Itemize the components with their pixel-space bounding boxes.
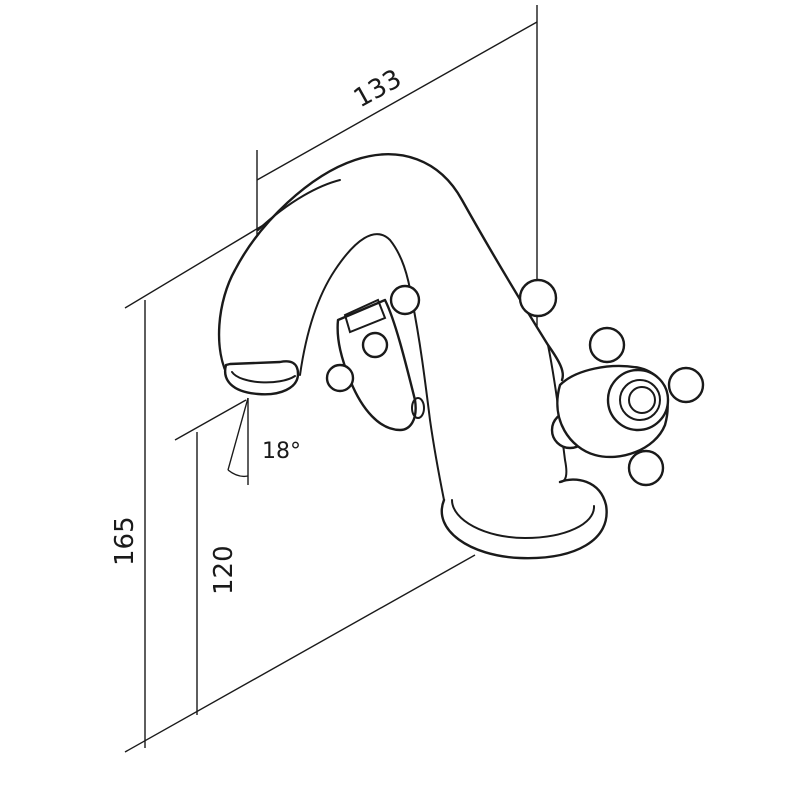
right-handle-knob-right <box>667 366 705 404</box>
dimension-133-label: 133 <box>349 64 407 114</box>
left-handle-assembly <box>325 284 425 432</box>
spout-inner <box>299 233 413 376</box>
faucet-body <box>217 153 608 560</box>
lever-stem <box>343 298 387 334</box>
right-handle-knob-back <box>518 278 558 318</box>
right-handle-cap-inner <box>619 379 661 421</box>
right-handle-knob-bottom <box>627 449 665 487</box>
base-ring <box>440 478 608 560</box>
left-handle-knob-left <box>325 363 355 393</box>
spout-outer <box>217 153 564 382</box>
base-baseline <box>124 554 476 753</box>
left-handle-knob-center <box>361 331 389 359</box>
height-120-top-extension <box>174 399 247 441</box>
dimension-165-label: 165 <box>110 516 140 566</box>
right-cross-handle <box>518 278 705 487</box>
base-ring-inner <box>451 499 596 540</box>
right-handle-knob-top <box>588 326 626 364</box>
dimension-lines <box>124 5 538 753</box>
angle-18-label: 18° <box>262 439 301 464</box>
aerator-ring <box>231 371 296 384</box>
spout-highlight <box>257 179 341 231</box>
body-column-left <box>411 299 445 501</box>
body-column-right <box>547 344 568 483</box>
reach-dimension-line <box>256 21 538 181</box>
spout-tip <box>223 360 300 396</box>
lever-slot <box>411 397 425 419</box>
left-handle-knob-top <box>389 284 421 316</box>
dimension-120-label: 120 <box>209 545 239 595</box>
angle-inclined-line <box>227 397 249 471</box>
angle-arc <box>227 469 249 478</box>
right-handle-cap-center <box>628 386 656 414</box>
